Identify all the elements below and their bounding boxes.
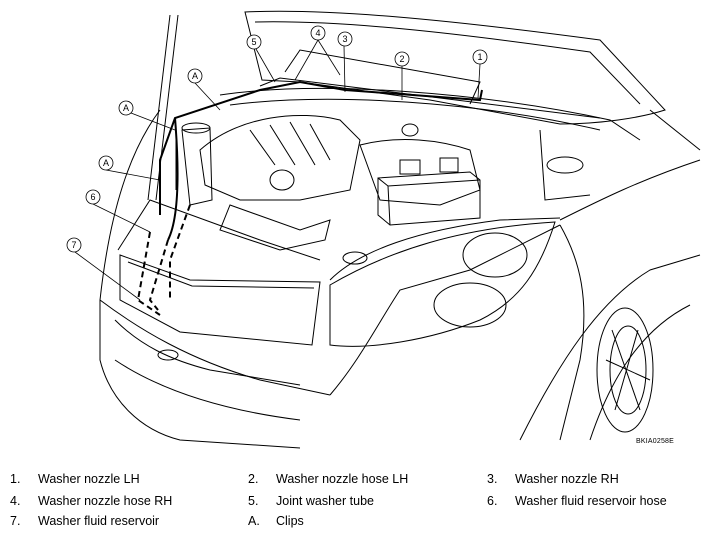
callout-3: 3 (342, 34, 347, 44)
legend-row: 7. Washer fluid reservoir A. Clips (0, 514, 710, 534)
callout-a-top: A (192, 71, 198, 81)
cowl-panel (219, 77, 641, 141)
battery (377, 157, 481, 226)
open-hood (147, 10, 666, 201)
legend-label: Clips (276, 514, 304, 528)
legend-number: 7. (10, 514, 21, 528)
front-wheel (596, 307, 654, 433)
callout-5: 5 (251, 37, 256, 47)
callout-7: 7 (71, 240, 76, 250)
washer-hose-route (159, 80, 483, 241)
strut-tower (539, 129, 591, 201)
engine (199, 114, 481, 265)
callout-circles (66, 25, 488, 253)
headlamp (329, 221, 556, 347)
legend-row: 4. Washer nozzle hose RH 5. Joint washer… (0, 494, 710, 514)
engine-bay-diagram: 1 2 3 4 5 6 7 A A A (66, 10, 701, 449)
legend-number: 5. (248, 494, 259, 508)
front-grille (119, 254, 321, 346)
legend-label: Washer nozzle LH (38, 472, 140, 486)
washer-reservoir (175, 122, 213, 206)
legend-number: 6. (487, 494, 498, 508)
legend-label: Washer fluid reservoir (38, 514, 160, 528)
legend-number: A. (248, 514, 260, 528)
washer-hose-hidden (136, 204, 191, 316)
callout-a-mid: A (123, 103, 129, 113)
legend-label: Washer nozzle hose RH (38, 494, 173, 508)
legend-label: Joint washer tube (276, 494, 374, 508)
callout-2: 2 (399, 54, 404, 64)
legend-number: 1. (10, 472, 21, 486)
leader-lines (74, 39, 481, 301)
callout-a-low: A (103, 158, 109, 168)
legend-row: 1. Washer nozzle LH 2. Washer nozzle hos… (0, 472, 710, 492)
legend-number: 4. (10, 494, 21, 508)
legend-number: 2. (248, 472, 259, 486)
legend-label: Washer nozzle hose LH (276, 472, 409, 486)
legend-number: 3. (487, 472, 498, 486)
legend-label: Washer fluid reservoir hose (515, 494, 667, 508)
callout-1: 1 (477, 52, 482, 62)
callout-4: 4 (315, 28, 320, 38)
callout-6: 6 (90, 192, 95, 202)
legend-label: Washer nozzle RH (515, 472, 619, 486)
callout-labels: 1 2 3 4 5 6 7 A A A (71, 28, 482, 250)
car-body (99, 109, 701, 449)
front-bumper (114, 319, 301, 421)
figure-code: BKIA0258E (636, 438, 674, 445)
